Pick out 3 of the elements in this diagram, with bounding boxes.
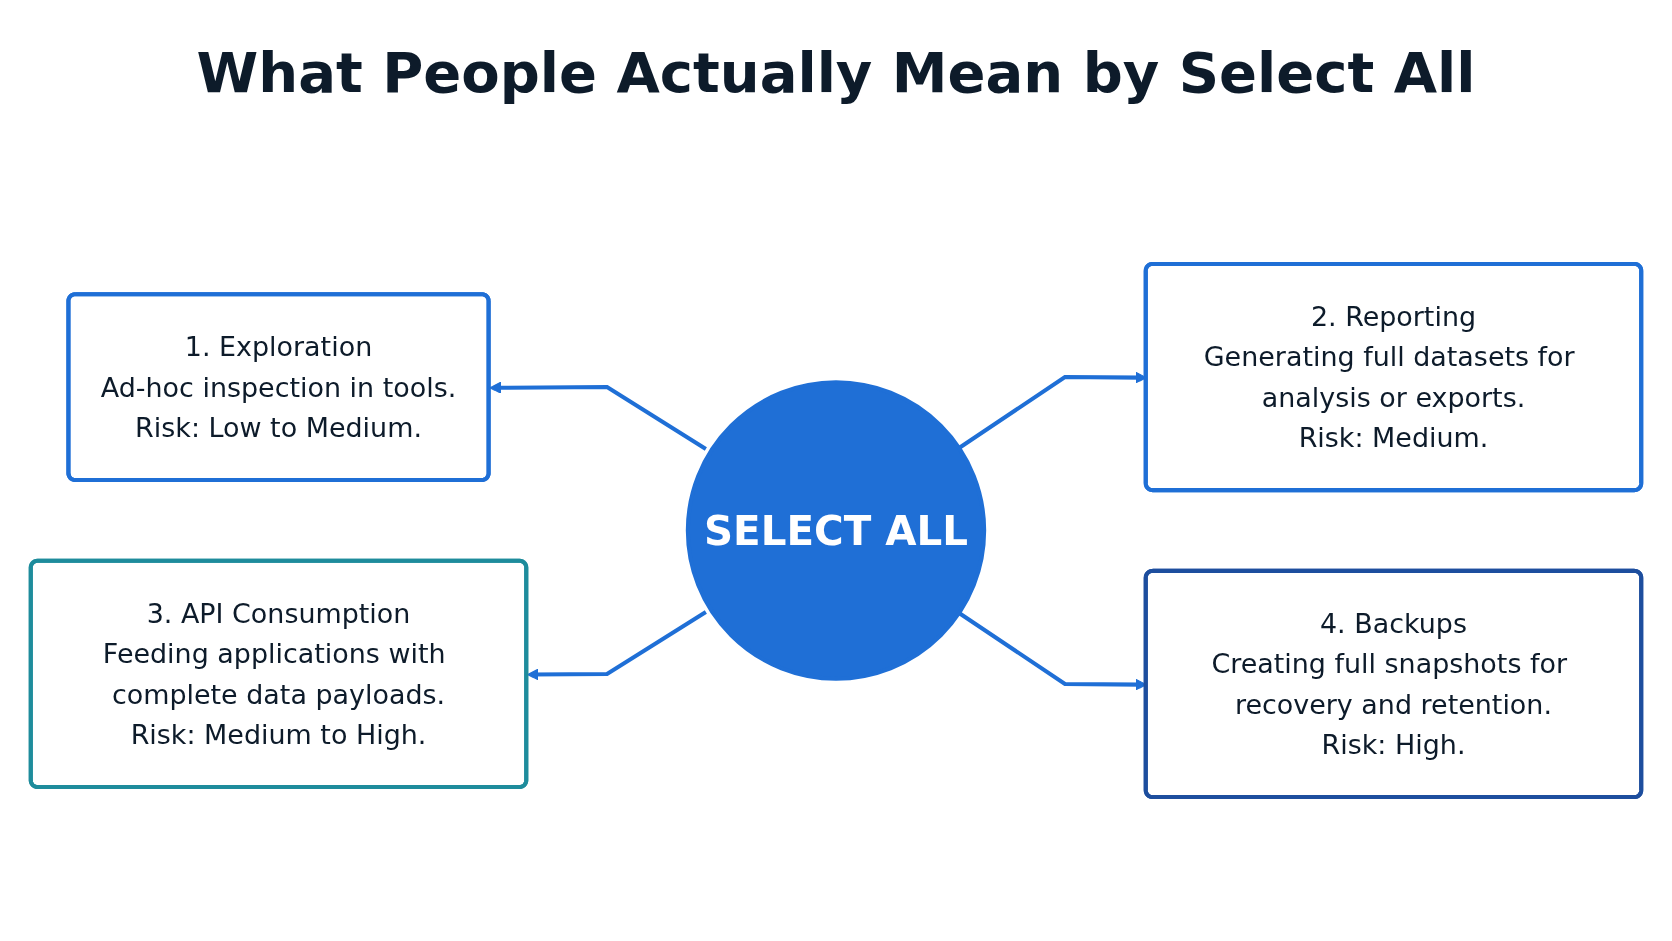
- title: What People Actually Mean by Select All: [195, 39, 1477, 107]
- arrow: [489, 381, 707, 451]
- node-circle: SELECT ALL: [685, 380, 987, 681]
